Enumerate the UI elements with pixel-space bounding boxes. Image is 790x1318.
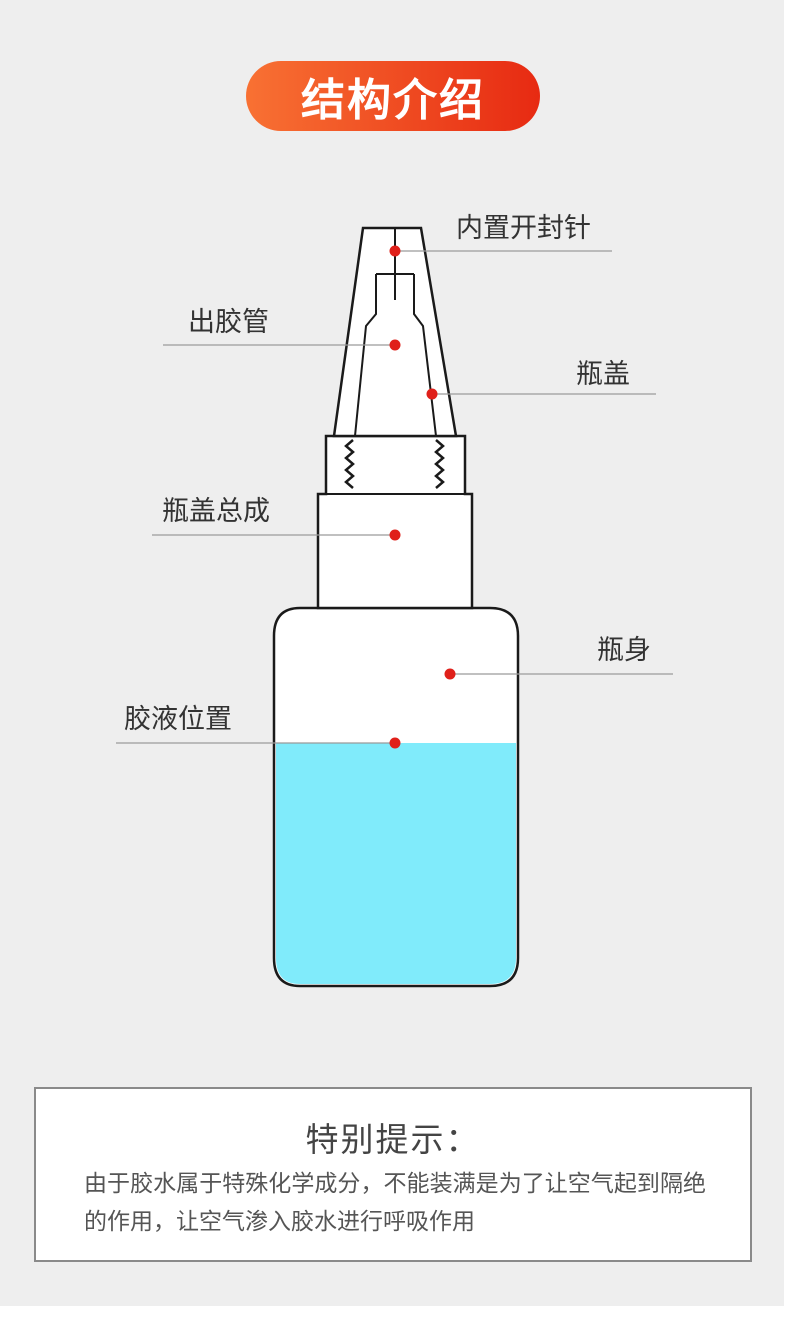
section-title: 结构介绍: [246, 61, 540, 131]
label-body: 瓶身: [597, 635, 651, 666]
special-note-box: 特别提示： 由于胶水属于特殊化学成分，不能装满是为了让空气起到隔绝的作用，让空气…: [34, 1087, 752, 1262]
cap-assembly: [316, 434, 474, 610]
right-edge-strip: [784, 0, 790, 1318]
marker-needle: [389, 245, 401, 257]
marker-cap-assembly: [389, 529, 401, 541]
marker-glue-level: [389, 737, 401, 749]
marker-outlet: [389, 339, 401, 351]
note-title: 特别提示：: [305, 1120, 481, 1159]
label-cap-assembly: 瓶盖总成: [162, 496, 270, 527]
label-needle: 内置开封针: [456, 213, 591, 244]
thread-right: [434, 439, 445, 489]
thread-left: [344, 439, 355, 489]
label-glue-level: 胶液位置: [124, 704, 232, 735]
label-cap: 瓶盖: [576, 359, 630, 390]
bottle-cap: [332, 226, 458, 438]
marker-body: [444, 668, 456, 680]
marker-cap: [426, 388, 438, 400]
note-text: 由于胶水属于特殊化学成分，不能装满是为了让空气起到隔绝的作用，让空气渗入胶水进行…: [84, 1171, 706, 1235]
label-outlet: 出胶管: [188, 307, 269, 338]
glue-liquid: [276, 743, 516, 984]
bottom-edge-strip: [0, 1306, 790, 1318]
